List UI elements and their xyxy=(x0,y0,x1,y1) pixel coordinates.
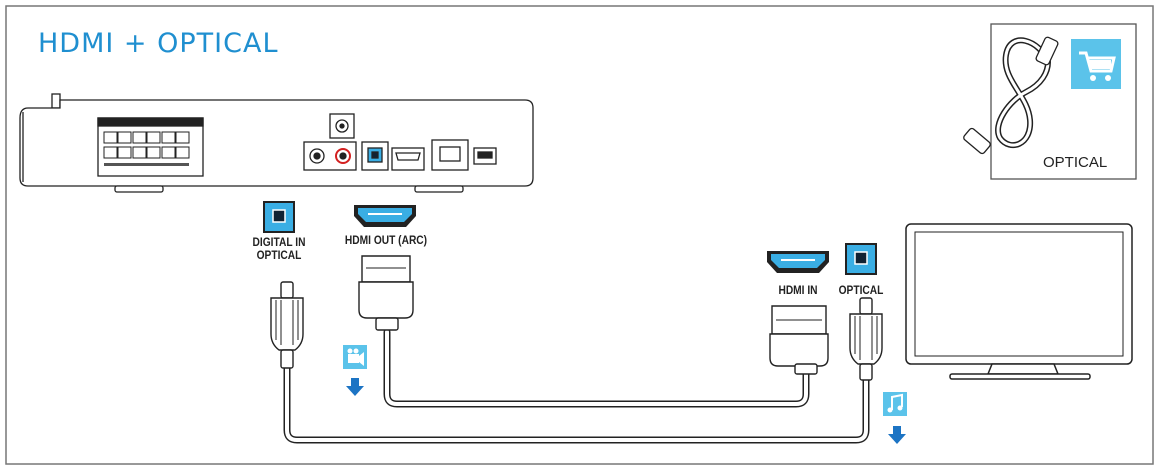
optical-cable xyxy=(283,364,870,444)
optical-plug-right xyxy=(849,297,883,381)
hdmi-in-port xyxy=(767,251,829,273)
label-digital-in-optical: DIGITAL IN OPTICAL xyxy=(252,235,306,262)
hdmi-plug-left xyxy=(358,255,414,331)
arrow-down-icon xyxy=(346,378,364,396)
home-theater-unit xyxy=(19,93,534,193)
video-camera-icon xyxy=(343,345,367,369)
hdmi-plug-right xyxy=(769,305,829,375)
digital-in-optical-port xyxy=(263,201,295,233)
label-hdmi-in: HDMI IN xyxy=(778,283,818,297)
cart-icon xyxy=(1071,39,1121,89)
arrow-down-icon xyxy=(888,426,906,444)
optical-port-tv xyxy=(845,243,877,275)
label-hdmi-out-arc: HDMI OUT (ARC) xyxy=(344,233,428,247)
hdmi-out-arc-port xyxy=(354,205,416,227)
optical-plug-left xyxy=(270,281,304,369)
music-note-icon xyxy=(883,392,907,416)
label-optical: OPTICAL xyxy=(838,283,884,297)
hdmi-cable xyxy=(383,328,810,408)
frame-border xyxy=(5,5,1154,465)
television xyxy=(905,223,1133,380)
page-title: HDMI + OPTICAL xyxy=(38,28,279,59)
cable-box-label: OPTICAL xyxy=(1043,154,1108,171)
